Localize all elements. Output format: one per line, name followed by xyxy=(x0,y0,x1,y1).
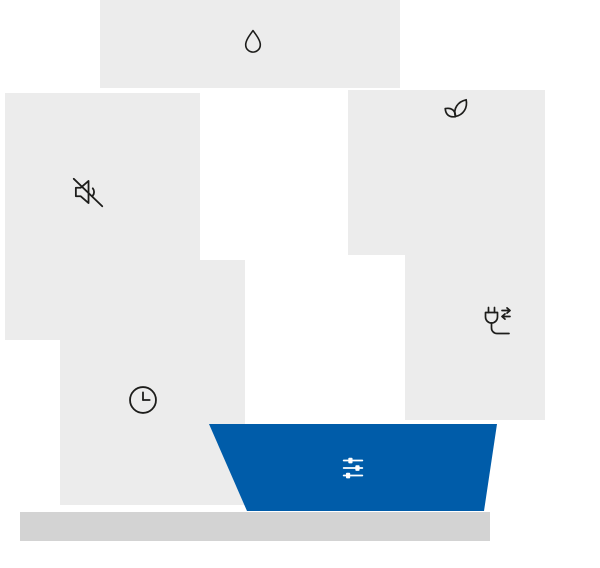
leaf-icon xyxy=(438,95,472,129)
panel-timer xyxy=(60,260,245,505)
panel-water xyxy=(100,0,400,88)
sliders-icon xyxy=(338,453,368,483)
plug-swap-icon xyxy=(478,304,514,340)
clock-icon xyxy=(126,383,160,417)
speaker-muted-icon xyxy=(69,173,107,211)
settings-highlight[interactable] xyxy=(209,424,497,511)
bottom-strip xyxy=(20,512,490,541)
panel-power xyxy=(405,155,545,420)
water-drop-icon xyxy=(238,27,268,57)
